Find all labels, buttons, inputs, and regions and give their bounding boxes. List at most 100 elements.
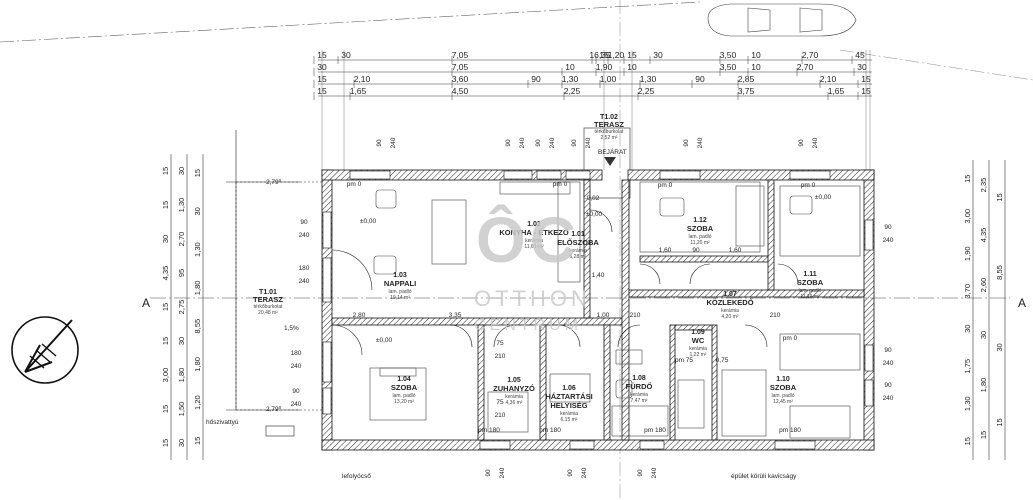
inner-label: pm 180: [644, 427, 666, 434]
inner-label: 75: [496, 399, 504, 406]
room-name: ELŐSZOBA: [557, 238, 599, 247]
dim-value: 3,00: [963, 209, 972, 224]
parked-car-outline: [707, 3, 857, 37]
room-floor: kerámia: [569, 248, 587, 254]
dim-value: 15: [193, 169, 202, 177]
axis-label-left: A: [142, 296, 150, 310]
dim-value: 1,20: [608, 50, 625, 60]
dim-value: 15: [161, 337, 170, 345]
dim-value: 30: [177, 439, 186, 447]
dim-value: 1,65: [350, 86, 367, 96]
dim-value: 10: [751, 62, 761, 72]
room-id: 1.12: [693, 217, 707, 224]
side-door-dim: 240: [883, 395, 894, 402]
level-top-left: 2,79⁰: [266, 178, 282, 186]
side-door-dim: 90: [300, 219, 308, 226]
terrace-name: TERASZ: [253, 295, 283, 304]
room-area: 11,20 m²: [690, 240, 710, 246]
dim-value: 1,80: [177, 368, 186, 383]
dim-value: 1,30: [193, 242, 202, 257]
side-door-dim: 90: [884, 382, 892, 389]
inner-label: 210: [495, 412, 506, 419]
inner-label: ±0,00: [360, 218, 377, 225]
inner-label: 1,00: [597, 312, 610, 319]
dim-value: 3,75: [738, 86, 755, 96]
dim-value: 30: [193, 207, 202, 215]
dim-value: 1,75: [963, 359, 972, 374]
inner-label: pm 0: [801, 182, 816, 189]
slope-label: 1,5%: [284, 325, 299, 332]
room-area: 11,63 m²: [524, 244, 544, 250]
room-name: SZOBA: [797, 278, 824, 287]
dim-value: 15: [161, 439, 170, 447]
furniture: [369, 181, 861, 439]
dim-value: 3,50: [720, 50, 737, 60]
side-door-dim: 90: [884, 224, 892, 231]
dim-value: 8,55: [995, 265, 1004, 280]
inner-label: 210: [630, 312, 641, 319]
dim-value: 90: [695, 74, 705, 84]
inner-label: 210: [495, 353, 506, 360]
dim-value: 3,00: [161, 368, 170, 383]
room-id: 1.06: [562, 385, 576, 392]
site-notes: hőszivattyú lefolyócső épület körüli kav…: [206, 178, 797, 480]
dim-value: 1,50: [177, 402, 186, 417]
inner-label: ±0,00: [815, 194, 832, 201]
room-floor: kerámia: [505, 394, 523, 400]
terrace-floor: térkőburkolat: [595, 129, 625, 135]
room-id: 1.01: [571, 231, 585, 238]
terrace-floor: térkőburkolat: [254, 304, 284, 310]
room-id: 1.07: [723, 291, 737, 298]
room-name: SZOBA: [391, 383, 418, 392]
watermark: ÔC OTTHON CENTRUM: [474, 203, 591, 334]
watermark-line2: CENTRUM: [474, 317, 582, 334]
room-area: 7,47 m²: [631, 398, 648, 404]
dim-value: 30: [653, 50, 663, 60]
dim-value: 4,35: [161, 266, 170, 281]
side-door-dim: 90: [292, 388, 300, 395]
dim-value: 2,70: [177, 232, 186, 247]
room-id: 1.10: [776, 376, 790, 383]
dim-value: 45: [855, 50, 865, 60]
interior-walls: [331, 179, 865, 441]
dim-value: 30: [963, 325, 972, 333]
dim-value: 3,60: [452, 74, 469, 84]
terrace-area: 2,52 m²: [601, 135, 618, 141]
door-dim: 90: [505, 139, 512, 147]
inner-label: ±0,00: [376, 337, 393, 344]
dim-value: 15: [161, 201, 170, 209]
room-name: ZUHANYZÓ: [493, 384, 535, 393]
room-floor: lam. padló: [771, 393, 794, 399]
terrace-name: TERASZ: [594, 120, 624, 129]
room-area: 1,22 m²: [690, 352, 707, 358]
dim-value: 30: [995, 343, 1004, 351]
door-dim: 240: [812, 137, 819, 148]
room-area: 6,28 m²: [570, 254, 587, 260]
dim-value: 1,20: [193, 395, 202, 410]
door-dim: 240: [390, 137, 397, 148]
dim-value: 2,70: [797, 62, 814, 72]
room-floor: lam. padló: [798, 288, 821, 294]
level-bottom-left: 2,79⁰: [266, 405, 282, 413]
inner-label: pm 0: [783, 335, 798, 342]
door-dim: 240: [549, 137, 556, 148]
room-floor: kerámia: [525, 238, 543, 244]
door-dim: 90: [798, 139, 805, 147]
watermark-line1: OTTHON: [474, 286, 591, 311]
room-area: 12,45 m²: [773, 399, 793, 405]
inner-label: 75: [496, 340, 504, 347]
room-area: 11,19 m²: [800, 294, 820, 300]
door-dim: 90: [376, 139, 383, 147]
inner-label: pm 180: [539, 427, 561, 434]
